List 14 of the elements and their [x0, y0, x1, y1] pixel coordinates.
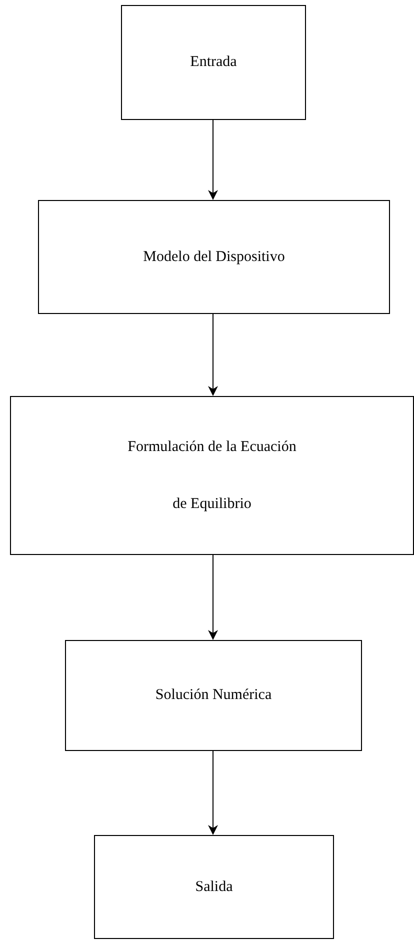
arrow: [208, 750, 218, 835]
process-box: [121, 5, 306, 120]
box-label: Entrada: [190, 54, 237, 71]
arrow: [208, 120, 218, 200]
process-box: [10, 396, 414, 555]
box-label: Formulación de la Ecuación de Equilibrio: [127, 438, 297, 514]
arrow: [208, 314, 218, 396]
box-label: Salida: [195, 878, 233, 896]
process-box: [65, 640, 362, 751]
process-box: [94, 835, 334, 939]
process-box: [38, 200, 390, 314]
box-label: Solución Numérica: [155, 687, 272, 704]
box-label: Modelo del Dispositivo: [143, 248, 285, 266]
arrow: [208, 554, 218, 640]
